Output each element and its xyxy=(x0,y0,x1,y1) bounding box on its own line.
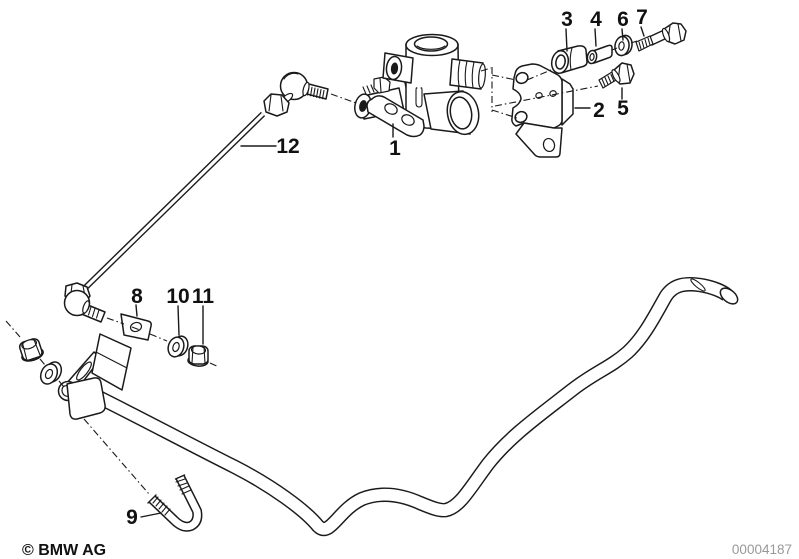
stabilizer-clamp xyxy=(57,313,152,420)
part-callout-10[interactable]: 10 xyxy=(166,285,189,308)
bracket-foot xyxy=(515,122,563,158)
part-callout-1[interactable]: 1 xyxy=(389,137,401,160)
bracket-flange xyxy=(561,78,574,126)
assembly-axis-lines xyxy=(5,40,638,495)
mounting-bracket xyxy=(511,63,574,158)
hex-screw-5 xyxy=(598,62,635,89)
part-callout-12[interactable]: 12 xyxy=(276,135,299,158)
valve-body xyxy=(354,33,486,138)
link-top-ball-joint xyxy=(263,71,329,117)
drawing-number: 00004187 xyxy=(732,542,792,557)
stabilizer-bar xyxy=(82,276,739,536)
clamp-foot xyxy=(66,377,106,420)
link-bottom-ball-joint xyxy=(63,282,106,323)
part-callout-9[interactable]: 9 xyxy=(126,506,138,529)
part-callout-11[interactable]: 11 xyxy=(192,285,215,308)
bar-end-collar xyxy=(690,278,706,292)
hex-nut-11 xyxy=(187,345,209,367)
part-callout-4[interactable]: 4 xyxy=(590,8,602,31)
link-rod xyxy=(81,111,266,292)
part-callout-3[interactable]: 3 xyxy=(561,8,573,31)
u-bolt xyxy=(147,474,203,532)
hex-nut-left xyxy=(18,338,44,362)
part-callout-8[interactable]: 8 xyxy=(131,285,143,308)
washer-10 xyxy=(167,335,189,358)
part-callout-5[interactable]: 5 xyxy=(617,97,629,120)
rubber-bushing xyxy=(550,45,588,74)
copyright-notice: © BMW AG xyxy=(22,542,106,559)
washer-left xyxy=(39,361,63,385)
bar-end-cap xyxy=(719,287,739,305)
valve-mounting-flange xyxy=(366,95,425,138)
part-callout-2[interactable]: 2 xyxy=(593,99,605,122)
hex-bolt-7 xyxy=(635,22,687,52)
part-callout-6[interactable]: 6 xyxy=(617,8,629,31)
part-callout-7[interactable]: 7 xyxy=(636,6,648,29)
spacer-sleeve xyxy=(586,44,613,65)
callout-leader-lines xyxy=(135,26,645,518)
